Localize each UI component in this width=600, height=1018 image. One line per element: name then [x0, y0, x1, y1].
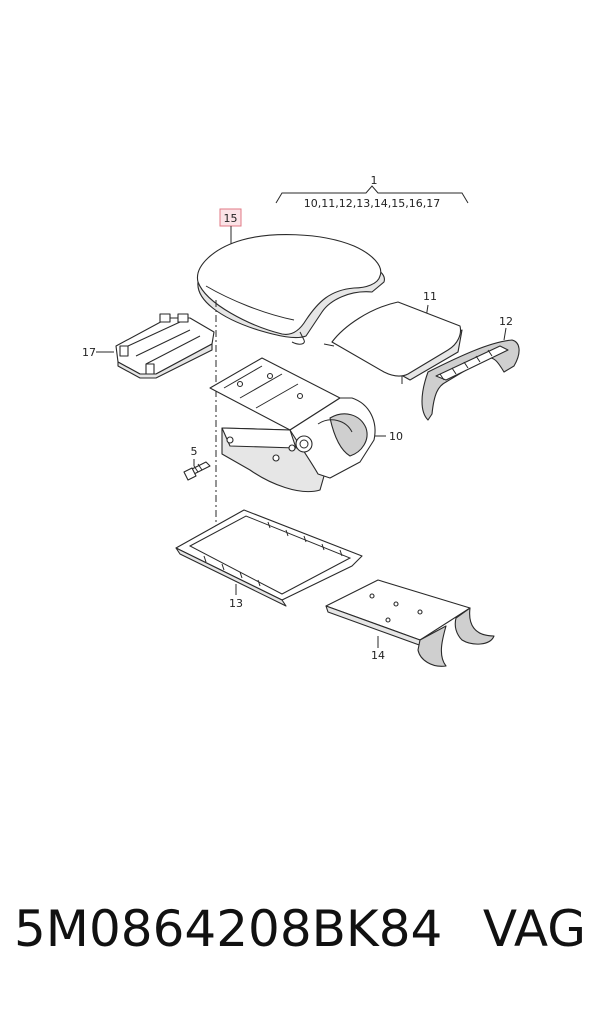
assembly-bracket: [275, 185, 469, 204]
armrest-tray: 13: [175, 509, 363, 610]
side-trim: 12: [421, 315, 520, 421]
base-plate: 14: [325, 579, 495, 667]
callout-label-11: 11: [423, 290, 437, 303]
callout-label-14: 14: [371, 649, 385, 662]
hinge-bracket: 17: [82, 313, 215, 379]
armrest-frame: 10: [209, 357, 403, 493]
footer: 5M0864208BK84 VAG: [0, 900, 600, 980]
callout-label-13: 13: [229, 597, 243, 610]
armrest-lid-cover: [196, 234, 385, 345]
part-number: 5M0864208BK84: [14, 900, 443, 958]
callout-label-17: 17: [82, 346, 96, 359]
brand-name: VAG: [482, 900, 586, 958]
callout-label-components: 10,11,12,13,14,15,16,17: [304, 197, 440, 210]
callout-label-1: 1: [371, 174, 378, 187]
callout-label-12: 12: [499, 315, 513, 328]
exploded-parts-diagram: 1 10,11,12,13,14,15,16,17 15 11 12 17: [82, 174, 520, 667]
bolt: 5: [183, 445, 211, 481]
callout-label-5: 5: [191, 445, 198, 458]
leader-line-12: [503, 327, 507, 341]
callout-assembly: 1 10,11,12,13,14,15,16,17: [275, 174, 469, 210]
callout-label-10: 10: [389, 430, 403, 443]
callout-label-15: 15: [224, 212, 238, 225]
callout-lid-cover[interactable]: 15: [219, 208, 242, 254]
lid-insert: 11: [323, 290, 463, 384]
